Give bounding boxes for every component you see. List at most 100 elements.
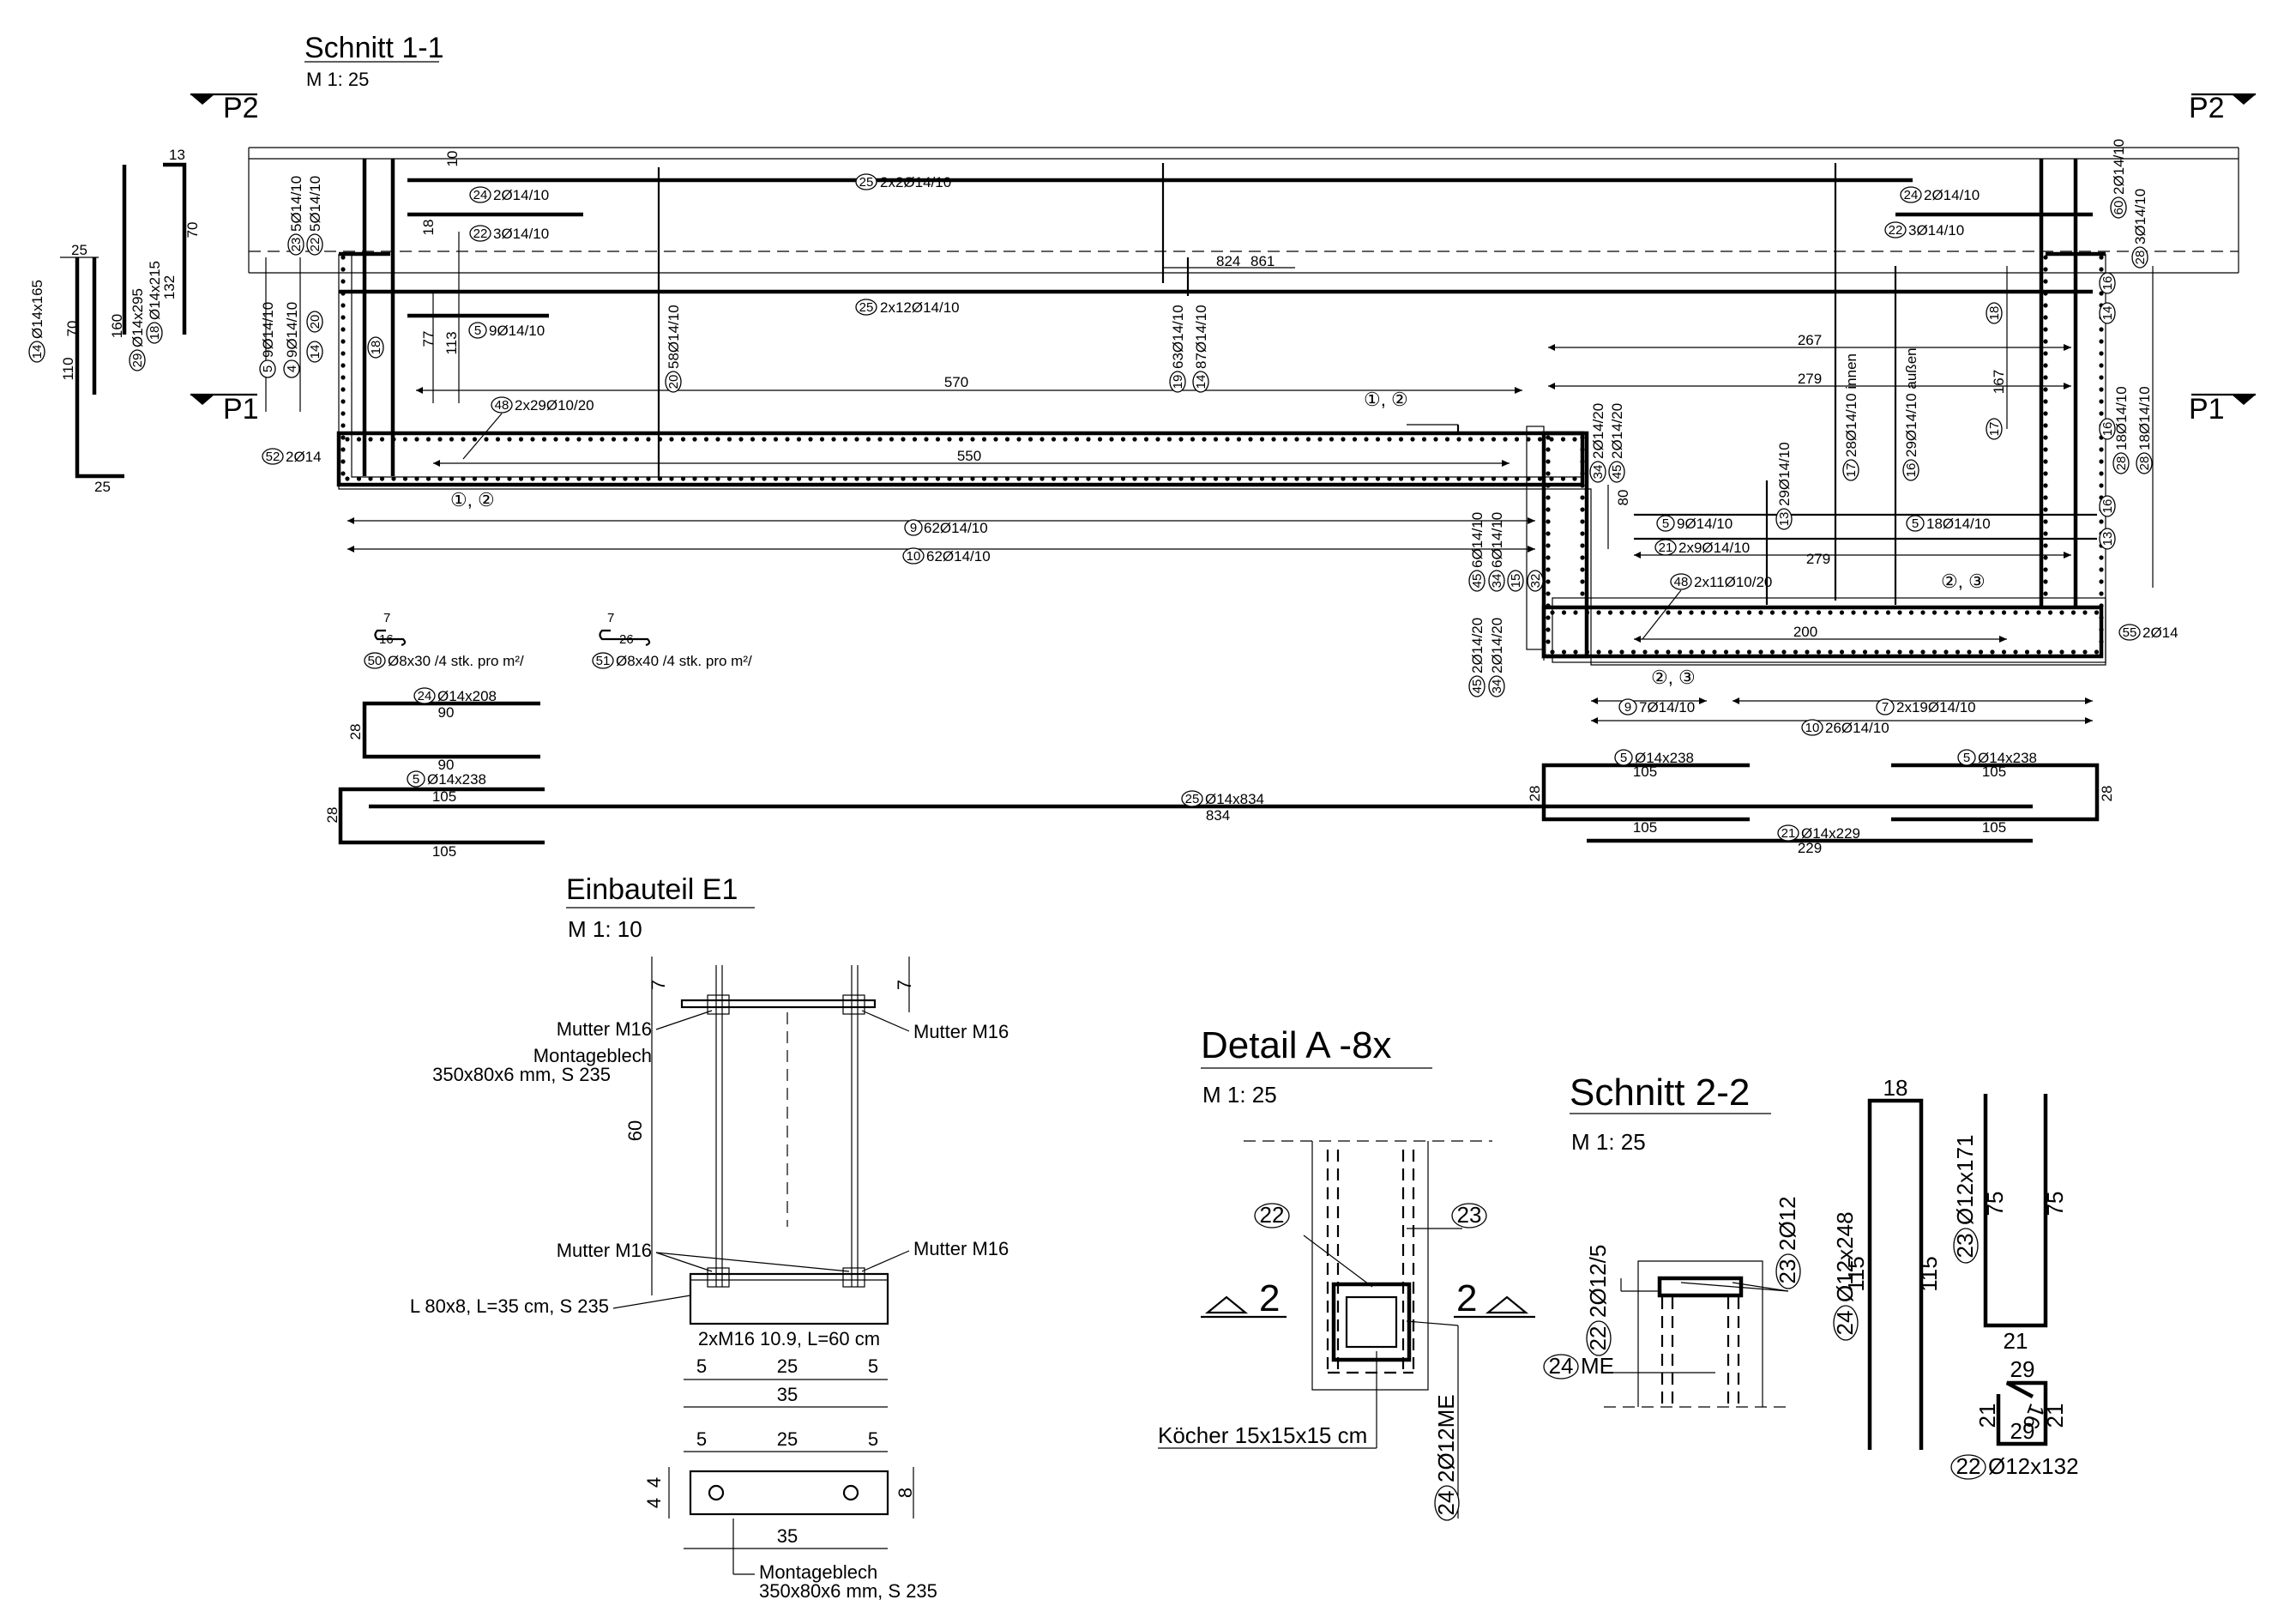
callout-24-left: 24 2Ø14/10: [469, 186, 549, 203]
rebar-dot: [2043, 351, 2048, 356]
svg-text:2x12Ø14/10: 2x12Ø14/10: [880, 299, 960, 316]
section-1-1-title: Schnitt 1-1: [304, 32, 444, 64]
rebar-dot: [402, 437, 408, 442]
svg-text:Mutter M16: Mutter M16: [557, 1018, 652, 1040]
svg-text:3Ø14/10: 3Ø14/10: [493, 226, 549, 242]
callout-52: 52 2Ø14: [262, 448, 322, 465]
svg-text:14: 14: [2100, 306, 2115, 321]
rebar-dot: [1978, 610, 1984, 615]
rebar-dot: [1580, 447, 1585, 452]
rebar-dot: [1580, 579, 1585, 584]
callout-10: 10 62Ø14/10: [902, 547, 991, 564]
rebar-dot: [785, 437, 790, 442]
svg-text:350x80x6 mm, S 235: 350x80x6 mm, S 235: [432, 1064, 611, 1085]
rebar-dot: [1828, 649, 1833, 655]
rebar-dot: [1491, 476, 1497, 481]
svg-text:24: 24: [1832, 1311, 1858, 1336]
callout-45-mid-vertical: 45 6Ø14/10: [1468, 512, 1485, 592]
svg-text:62Ø14/10: 62Ø14/10: [926, 548, 991, 564]
rebar-dot: [1479, 437, 1485, 442]
rebar-dot: [912, 476, 918, 481]
rebar-dot: [1546, 579, 1551, 584]
rebar-dot: [1155, 437, 1160, 442]
svg-text:5Ø14/10: 5Ø14/10: [288, 176, 304, 232]
rebar-dot: [1619, 649, 1624, 655]
rebar-dot: [1550, 649, 1555, 655]
svg-text:45: 45: [1470, 574, 1485, 589]
rebar-dot: [1723, 649, 1729, 655]
rebar-dot: [1317, 476, 1323, 481]
rebar-dot: [2043, 495, 2048, 500]
rebar-dot: [703, 437, 709, 442]
rebar-dot: [414, 437, 419, 442]
svg-text:Montageblech: Montageblech: [759, 1561, 877, 1583]
rebar-dot: [530, 476, 535, 481]
svg-text:24: 24: [473, 188, 488, 202]
svg-text:28: 28: [2099, 786, 2115, 802]
rebar-dot: [2013, 610, 2018, 615]
rebar-dot: [2099, 627, 2104, 632]
rebar-dot: [1467, 476, 1473, 481]
einbauteil-e1: Einbauteil E1 M 1: 10 7 7 60 Mutter M16 …: [410, 873, 1009, 1602]
svg-text:②, ③: ②, ③: [1941, 571, 1986, 592]
rebar-dot: [1723, 610, 1729, 615]
rebar-dot: [1546, 447, 1551, 452]
svg-text:15: 15: [1509, 574, 1523, 589]
rebar-dot: [750, 476, 756, 481]
svg-text:160: 160: [109, 314, 125, 338]
svg-text:5: 5: [261, 365, 275, 372]
svg-text:13: 13: [2100, 532, 2115, 546]
rebar-dot: [1793, 649, 1799, 655]
rebar-dot: [340, 351, 346, 356]
svg-text:9Ø14/10: 9Ø14/10: [1677, 516, 1733, 532]
svg-text:16: 16: [2100, 276, 2115, 291]
rebar-dots: [340, 255, 2104, 655]
rebar-dot: [981, 437, 987, 442]
rebar-dot: [340, 375, 346, 380]
callout-32-vertical: 32: [1527, 570, 1544, 592]
rebar-dot: [2099, 447, 2104, 452]
callout-21: 21 2x9Ø14/10: [1654, 539, 1750, 556]
svg-text:2Ø12/5: 2Ø12/5: [1585, 1245, 1611, 1318]
rebar-dot: [1040, 437, 1045, 442]
callout-14-20-vertical: 14 20: [306, 311, 323, 363]
rebar-dot: [2013, 649, 2018, 655]
rebar-dot: [2043, 519, 2048, 524]
rebar-dot: [2059, 649, 2064, 655]
rebar-dot: [1074, 437, 1080, 442]
svg-text:20: 20: [308, 315, 322, 329]
svg-text:90: 90: [438, 704, 455, 721]
rebar-dot: [970, 476, 975, 481]
rebar-dot: [1341, 437, 1346, 442]
rebar-dot: [865, 437, 871, 442]
rebar-dot: [1897, 649, 1902, 655]
rebar-dot: [1943, 649, 1949, 655]
rebar-dot: [1352, 476, 1358, 481]
svg-text:24: 24: [1549, 1353, 1574, 1379]
rebar-dot: [588, 476, 594, 481]
callout-24-right: 24 2Ø14/10: [1900, 186, 1980, 203]
svg-text:25: 25: [777, 1355, 798, 1377]
rebar-dot: [1178, 437, 1184, 442]
rebar-dot: [1236, 437, 1242, 442]
rebar-dot: [1202, 476, 1207, 481]
rebar-dot: [1712, 649, 1717, 655]
callout-13-vertical: 13 29Ø14/10: [1775, 442, 1793, 530]
callout-5-right-a: 5 9Ø14/10: [1656, 515, 1733, 532]
callout-5-left: 5 9Ø14/10: [468, 322, 545, 339]
rebar-dot: [1086, 437, 1091, 442]
rebar-dot: [1549, 437, 1554, 442]
rebar-main: [336, 159, 2106, 659]
rebar-dot: [368, 476, 373, 481]
rebar-dot: [831, 476, 836, 481]
callout-9: 9 62Ø14/10: [904, 519, 988, 536]
rebar-dot: [1677, 610, 1683, 615]
bar-shapes-right: 18 115 115 24 Ø12x248 75 75 21 23 Ø12x17…: [1832, 1075, 2079, 1480]
rebar-dot: [692, 476, 697, 481]
callout-5-right-b: 5 18Ø14/10: [1906, 515, 1991, 532]
rebar-dot: [1097, 437, 1103, 442]
rebar-dot: [1931, 649, 1937, 655]
rebar-dot: [901, 476, 906, 481]
svg-text:58Ø14/10: 58Ø14/10: [666, 305, 682, 369]
svg-text:63Ø14/10: 63Ø14/10: [1170, 305, 1186, 369]
